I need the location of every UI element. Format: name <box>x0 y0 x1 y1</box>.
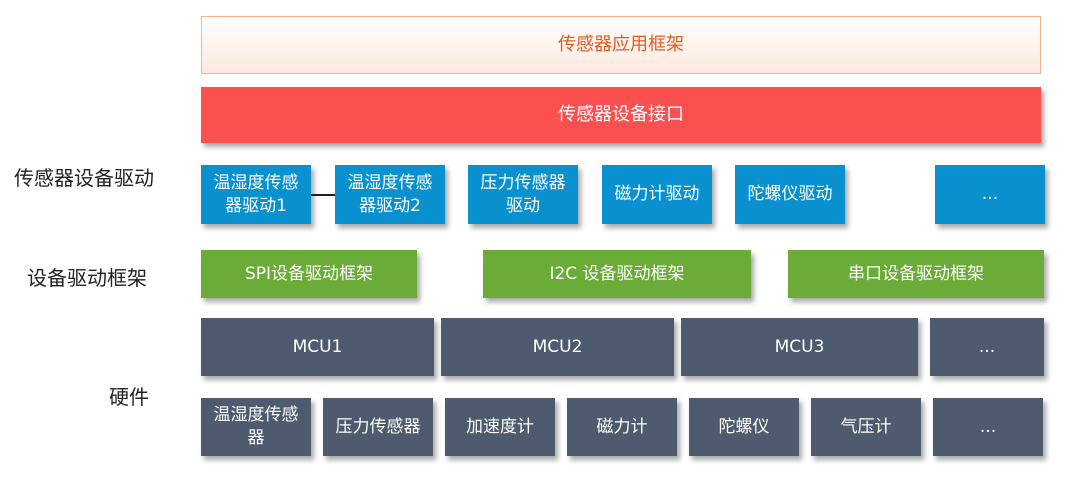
hw-pressure-sensor: 压力传感器 <box>323 398 433 456</box>
mcu-3: MCU3 <box>681 318 918 376</box>
sensor-app-framework-box: 传感器应用框架 <box>201 16 1041 74</box>
framework-spi: SPI设备驱动框架 <box>201 250 417 298</box>
mcu-2: MCU2 <box>441 318 674 376</box>
driver-gyroscope: 陀螺仪驱动 <box>735 165 845 224</box>
label-sensor-device-driver: 传感器设备驱动 <box>14 166 154 190</box>
label-device-driver-framework: 设备驱动框架 <box>27 266 147 290</box>
driver-temp-humidity-1: 温湿度传感器驱动1 <box>201 165 311 224</box>
driver-magnetometer: 磁力计驱动 <box>602 165 712 224</box>
framework-serial: 串口设备驱动框架 <box>788 250 1044 298</box>
driver-more: ... <box>935 165 1045 224</box>
hw-accelerometer: 加速度计 <box>445 398 555 456</box>
label-hardware: 硬件 <box>109 385 149 409</box>
hw-barometer: 气压计 <box>811 398 921 456</box>
mcu-1: MCU1 <box>201 318 434 376</box>
hw-more: ... <box>933 398 1043 456</box>
hw-gyroscope: 陀螺仪 <box>689 398 799 456</box>
hw-magnetometer: 磁力计 <box>567 398 677 456</box>
driver-pressure: 压力传感器驱动 <box>468 165 578 224</box>
driver-connector-line <box>311 194 335 196</box>
sensor-device-interface-box: 传感器设备接口 <box>201 87 1041 143</box>
mcu-more: ... <box>930 318 1044 376</box>
hw-temp-humidity-sensor: 温湿度传感器 <box>201 398 311 456</box>
framework-i2c: I2C 设备驱动框架 <box>483 250 751 298</box>
driver-temp-humidity-2: 温湿度传感器驱动2 <box>335 165 445 224</box>
